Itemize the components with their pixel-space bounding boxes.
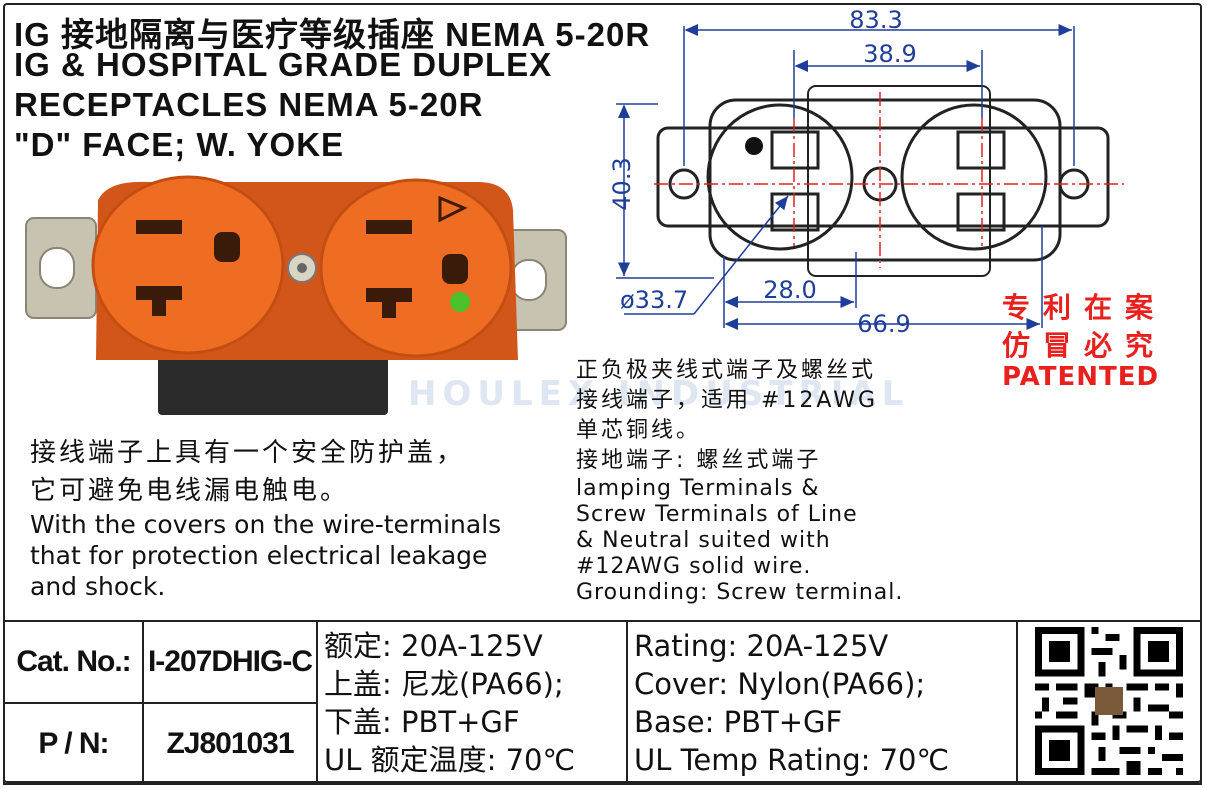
desc-right-cn-3: 单芯铜线。 — [576, 418, 702, 443]
patent-line-2: 仿冒必究 — [1002, 329, 1167, 362]
dim-height: 40.3 — [608, 157, 636, 210]
dim-diameter: ø33.7 — [620, 286, 688, 314]
dim-overall-width: 83.3 — [849, 6, 902, 34]
watermark: HOULEX INDUSTRIAL — [408, 374, 910, 414]
cn-spec-cover: 上盖: 尼龙(PA66); — [324, 666, 564, 701]
desc-left-cn-2: 它可避免电线漏电触电。 — [30, 476, 350, 506]
patent-line-1: 专利在案 — [1002, 291, 1167, 324]
qr-code-icon — [1035, 626, 1183, 775]
desc-right-en-4: #12AWG solid wire. — [576, 554, 812, 579]
dim-pitch: 38.9 — [863, 40, 916, 68]
pn-value: ZJ801031 — [142, 702, 318, 785]
desc-right-en-3: & Neutral suited with — [576, 528, 831, 553]
desc-right-cn-4: 接地端子: 螺丝式端子 — [576, 448, 822, 473]
title-line-1: IG 接地隔离与医疗等级插座 NEMA 5-20R — [14, 16, 651, 53]
desc-right-cn-2: 接线端子，适用 #12AWG — [576, 388, 879, 413]
cn-specs: 额定: 20A-125V 上盖: 尼龙(PA66); 下盖: PBT+GF UL… — [316, 620, 628, 785]
desc-left-cn-1: 接线端子上具有一个安全防护盖， — [30, 438, 466, 468]
cn-spec-temp: UL 额定温度: 70℃ — [324, 742, 576, 777]
cn-spec-base: 下盖: PBT+GF — [324, 704, 520, 739]
title-line-4: "D" FACE; W. YOKE — [14, 126, 345, 163]
title-line-2: IG & HOSPITAL GRADE DUPLEX — [14, 46, 553, 83]
cn-spec-rating: 额定: 20A-125V — [324, 628, 543, 663]
desc-right-en-2: Screw Terminals of Line — [576, 502, 858, 527]
spec-table: Cat. No.: I-207DHIG-C 额定: 20A-125V 上盖: 尼… — [3, 620, 1202, 785]
cat-value: I-207DHIG-C — [142, 620, 318, 704]
title-line-3: RECEPTACLES NEMA 5-20R — [14, 86, 484, 123]
en-spec-cover: Cover: Nylon(PA66); — [634, 666, 926, 701]
cat-label: Cat. No.: — [3, 620, 144, 704]
desc-left-en-1: With the covers on the wire-terminals — [30, 510, 502, 539]
desc-left-en-3: and shock. — [30, 572, 166, 601]
desc-right-cn-1: 正负极夹线式端子及螺丝式 — [576, 358, 877, 383]
receptacle-photo — [25, 175, 567, 415]
technical-drawing: 83.3 38.9 40.3 ø33.7 28.0 66.9 — [608, 6, 1124, 338]
dim-pin-offset: 28.0 — [763, 276, 816, 304]
patent-line-3: PATENTED — [1002, 362, 1160, 392]
en-spec-rating: Rating: 20A-125V — [634, 628, 889, 663]
desc-right-en-1: lamping Terminals & — [576, 476, 820, 501]
en-spec-base: Base: PBT+GF — [634, 704, 843, 739]
pn-label: P / N: — [3, 702, 144, 785]
en-spec-temp: UL Temp Rating: 70℃ — [634, 742, 950, 777]
qr-cell — [1016, 620, 1202, 785]
desc-right-en-5: Grounding: Screw terminal. — [576, 580, 904, 605]
dim-face-width: 66.9 — [857, 310, 910, 338]
en-specs: Rating: 20A-125V Cover: Nylon(PA66); Bas… — [626, 620, 1018, 785]
desc-left-en-2: that for protection electrical leakage — [30, 541, 488, 570]
